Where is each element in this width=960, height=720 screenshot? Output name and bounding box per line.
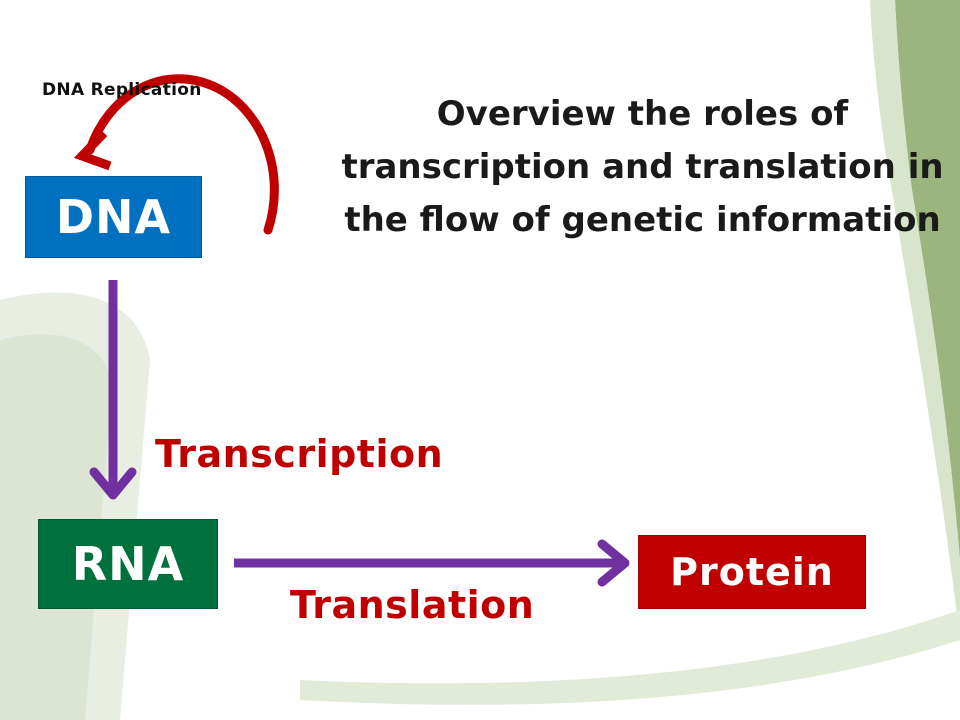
- background-swoosh-right: [895, 0, 960, 560]
- transcription-label: Transcription: [155, 432, 444, 476]
- background-swoosh-bottom: [300, 610, 960, 705]
- transcription-arrowhead: [89, 467, 137, 500]
- protein-box: Protein: [638, 535, 866, 609]
- rna-box: RNA: [38, 519, 218, 609]
- translation-label: Translation: [290, 583, 535, 627]
- background-swoosh-right-light: [870, 0, 960, 640]
- replication-arrow: [85, 74, 279, 235]
- slide-title: Overview the roles of transcription and …: [341, 94, 944, 240]
- dna-box: DNA: [25, 176, 202, 258]
- dna-replication-label: DNA Replication: [42, 80, 202, 100]
- replication-arrowhead: [73, 129, 112, 171]
- translation-arrowhead: [597, 539, 630, 587]
